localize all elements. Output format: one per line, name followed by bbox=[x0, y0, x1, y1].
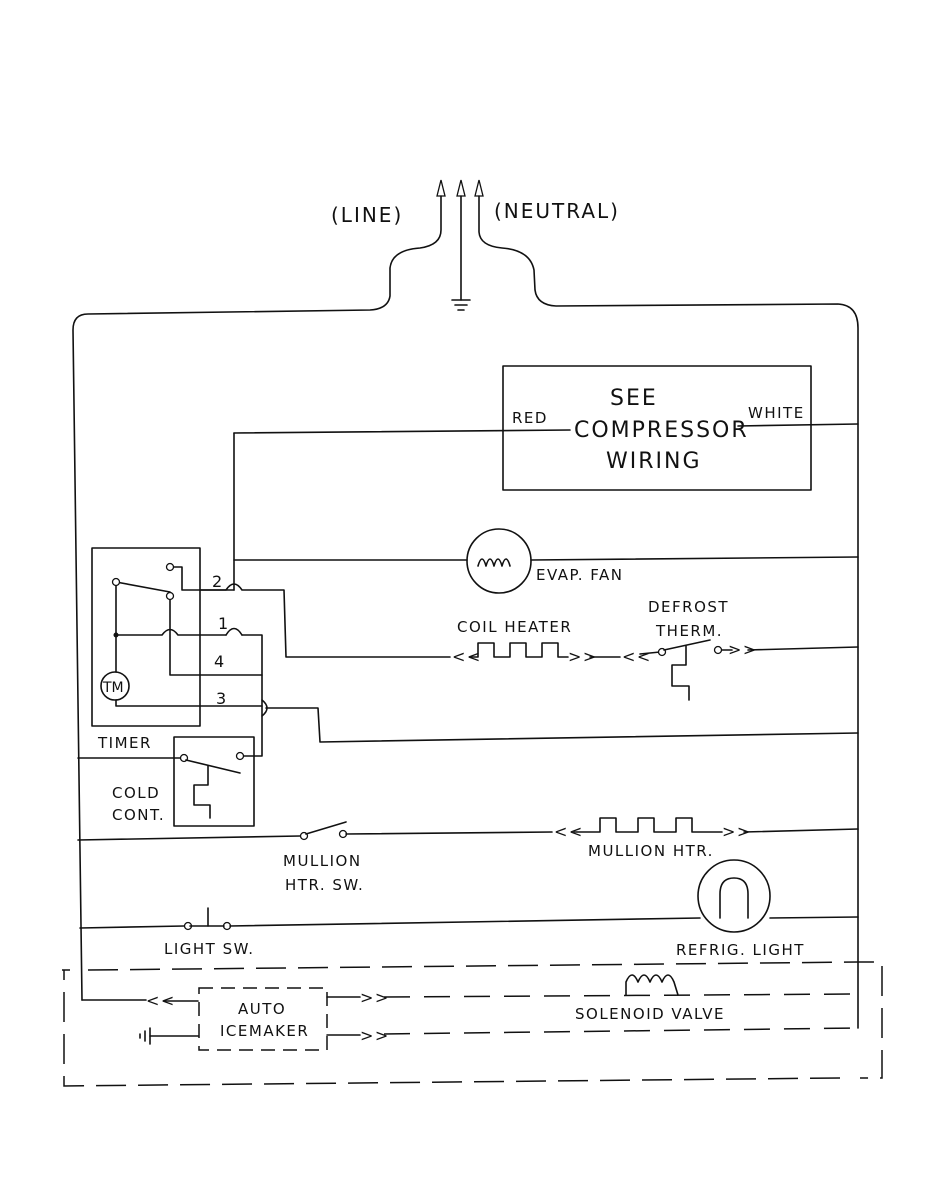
neutral-label: (NEUTRAL) bbox=[494, 199, 620, 223]
svg-text:>>: >> bbox=[360, 1026, 390, 1045]
mullion-heater: << >> bbox=[554, 817, 752, 841]
defrost-label-1: DEFROST bbox=[648, 598, 729, 616]
evap-fan-motor-icon bbox=[466, 528, 532, 594]
timer-label: TIMER bbox=[97, 734, 152, 752]
svg-text:<<: << bbox=[146, 991, 176, 1010]
defrost-thermostat: << >> bbox=[622, 639, 758, 701]
mullion-switch-label-1: MULLION bbox=[283, 852, 362, 870]
white-wire-label: WHITE bbox=[748, 404, 805, 422]
mullion-heater-label: MULLION HTR. bbox=[588, 842, 714, 860]
mullion-switch-label-2: HTR. SW. bbox=[285, 876, 364, 894]
svg-text:<<: << bbox=[452, 647, 482, 666]
light-filament bbox=[719, 877, 749, 919]
light-switch-label: LIGHT SW. bbox=[164, 940, 255, 958]
evap-fan-coil bbox=[477, 558, 511, 567]
icemaker-label-2: ICEMAKER bbox=[220, 1022, 309, 1040]
timer-box bbox=[91, 547, 201, 727]
terminal-4-label: 4 bbox=[214, 652, 224, 671]
cold-control-label-1: COLD bbox=[112, 784, 160, 802]
svg-text:<<: << bbox=[622, 647, 652, 666]
svg-text:>>: >> bbox=[568, 647, 598, 666]
compressor-label-compressor: COMPRESSOR bbox=[574, 418, 749, 443]
timer-motor-icon bbox=[100, 671, 130, 701]
icemaker-label-1: AUTO bbox=[238, 1000, 286, 1018]
solenoid-coil-icon bbox=[625, 974, 679, 996]
svg-text:<<: << bbox=[554, 822, 584, 841]
terminal-1-label: 1 bbox=[218, 614, 228, 633]
defrost-label-2: THERM. bbox=[655, 622, 723, 640]
compressor-label-wiring: WIRING bbox=[606, 449, 702, 474]
refrig-light-label: REFRIG. LIGHT bbox=[676, 941, 805, 959]
evap-fan-label: EVAP. FAN bbox=[536, 566, 624, 584]
refrig-light-icon bbox=[697, 859, 771, 933]
icemaker-assembly: << AUTO ICEMAKER >> >> bbox=[62, 961, 883, 1087]
icemaker-ground-icon bbox=[139, 1027, 151, 1045]
coil-heater-label: COIL HEATER bbox=[457, 618, 572, 636]
compressor-box bbox=[502, 365, 812, 491]
ground-symbol-plug bbox=[451, 299, 471, 311]
cold-control-box bbox=[173, 736, 255, 827]
svg-text:>>: >> bbox=[728, 640, 758, 659]
timer-contacts bbox=[111, 562, 263, 757]
power-plug bbox=[72, 179, 859, 1029]
cold-control-label-2: CONT. bbox=[112, 806, 165, 824]
compressor-label-see: SEE bbox=[610, 386, 658, 411]
coil-heater: << >> bbox=[452, 642, 598, 666]
solenoid-label: SOLENOID VALVE bbox=[575, 1005, 725, 1023]
terminal-3-label: 3 bbox=[216, 689, 226, 708]
svg-text:>>: >> bbox=[722, 822, 752, 841]
red-wire-label: RED bbox=[512, 409, 548, 427]
svg-text:>>: >> bbox=[360, 988, 390, 1007]
terminal-2-label: 2 bbox=[212, 572, 222, 591]
timer-motor-label: TM bbox=[102, 680, 124, 696]
line-label: (LINE) bbox=[331, 203, 403, 227]
